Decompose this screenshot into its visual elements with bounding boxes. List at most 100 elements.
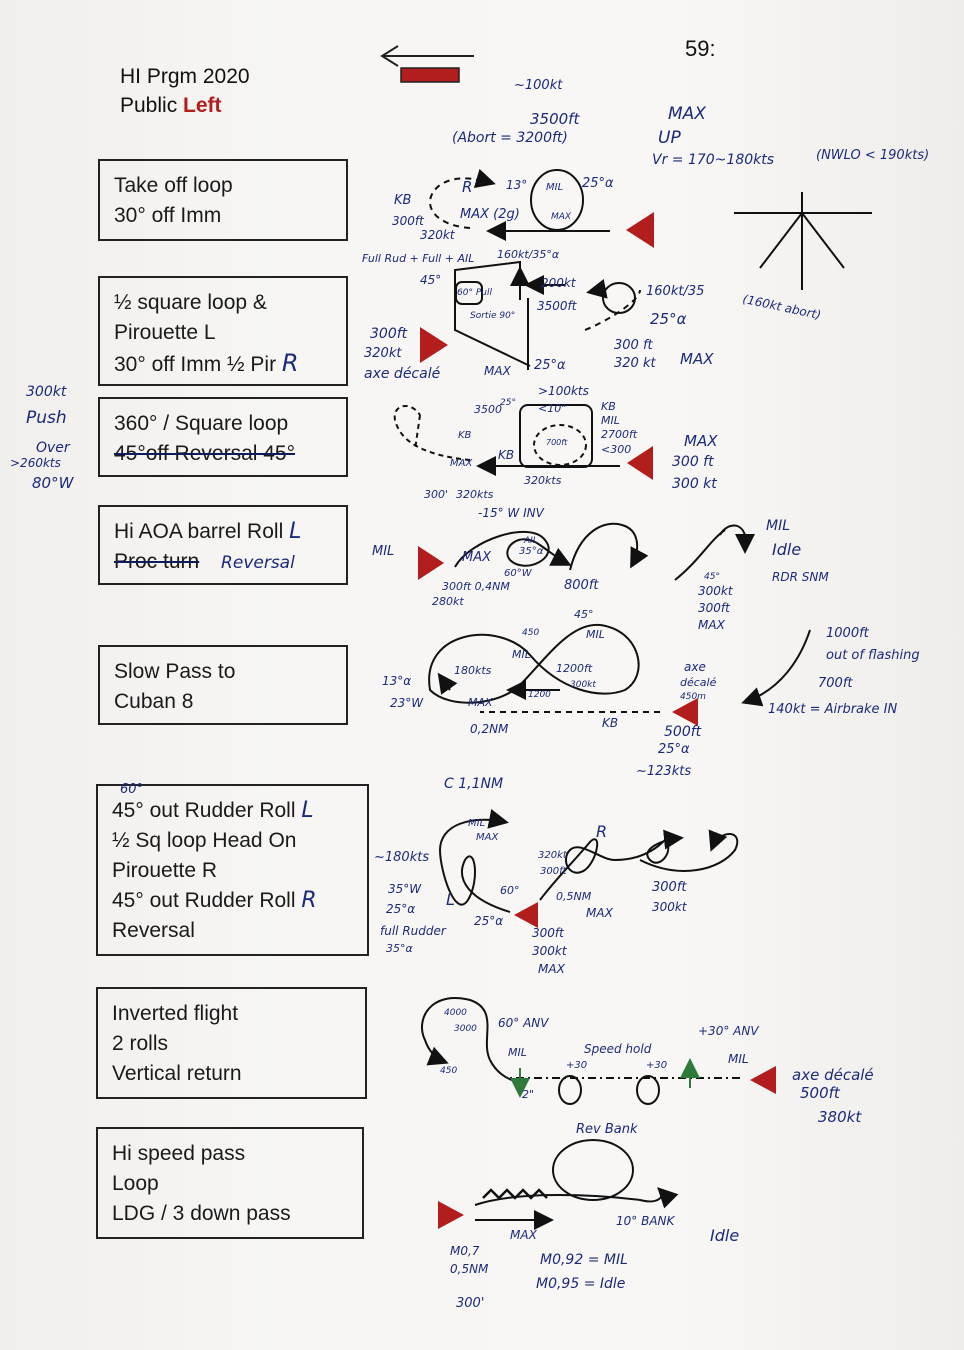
note-m4-ft300b: 300ft xyxy=(698,601,730,615)
note-m4-ft800: 800ft xyxy=(564,578,599,593)
maneuver-box-1: Take off loop 30° off Imm xyxy=(98,159,348,241)
note-m4-mil: MIL xyxy=(372,544,395,559)
note-m8-max: MAX xyxy=(510,1228,537,1242)
red-arrow-2 xyxy=(420,327,448,363)
note-m3-kb: KB xyxy=(601,400,616,413)
maneuver-box-2: ½ square loop & Pirouette L 30° off Imm … xyxy=(98,276,348,386)
note-m5-axe: axe xyxy=(684,660,706,674)
program-title: HI Prgm 2020 Public Left xyxy=(120,62,250,120)
sketch-inverted-flight xyxy=(421,997,740,1105)
note-m6-r: R xyxy=(596,822,608,841)
note-m2-axe: axe décalé xyxy=(364,366,441,382)
note-top-vr: Vr = 170~180kts xyxy=(652,152,775,168)
box6-line4: 45° out Rudder Roll R xyxy=(112,886,353,916)
note-m3-a25: 25° xyxy=(500,398,516,408)
note-m3-kb3: KB xyxy=(498,448,515,462)
note-m1-r: R xyxy=(462,178,473,196)
note-m5-a13: 13°α xyxy=(382,674,412,688)
note-m2-a60pull: 60° Pull xyxy=(457,288,492,298)
sketch-hi-speed-pass xyxy=(474,1139,679,1230)
box8-line2: Loop xyxy=(112,1172,159,1195)
note-m1-max: MAX xyxy=(551,212,572,222)
box8-line1: Hi speed pass xyxy=(112,1142,246,1165)
maneuver-box-4: Hi AOA barrel Roll L Proc turn Reversal xyxy=(98,505,348,585)
note-m7-ft500: 500ft xyxy=(800,1084,840,1102)
public-prefix: Public xyxy=(120,94,184,117)
note-m8-idle: Idle xyxy=(710,1226,740,1245)
maneuver-box-8: Hi speed pass Loop LDG / 3 down pass xyxy=(96,1127,364,1239)
sketch-half-square-loop xyxy=(454,260,641,370)
note-m2-sortie: Sortie 90° xyxy=(470,311,516,321)
note-m4-kt300: 300kt xyxy=(698,584,733,598)
note-m6-nm11: C 1,1NM xyxy=(444,776,504,792)
sketch-square-loop xyxy=(393,404,620,476)
note-m5-kts123: ~123kts xyxy=(636,764,692,779)
note-m5-max: MAX xyxy=(468,696,493,709)
box6-line4-text: 45° out Rudder Roll xyxy=(112,889,296,912)
note-m5-ft700: 700ft xyxy=(818,676,853,691)
note-m2-ft300: 300ft xyxy=(370,326,408,342)
red-arrow-5 xyxy=(672,698,698,726)
note-m1-mil: MIL xyxy=(546,182,564,193)
note-m1-ft300: 300ft xyxy=(392,214,424,228)
box7-line2: 2 rolls xyxy=(112,1032,169,1055)
note-m5-flashing: out of flashing xyxy=(826,648,920,663)
box6-line1: 45° out Rudder Roll L xyxy=(112,796,353,826)
sketch-barrel-roll xyxy=(454,522,755,581)
header-direction-arrow xyxy=(380,45,474,83)
note-m3-kts320b: 320kts xyxy=(456,488,494,501)
note-m8-ft300: 300' xyxy=(456,1296,485,1311)
note-m5-ft500: 500ft xyxy=(664,724,702,740)
note-m3-lt300: <300 xyxy=(601,443,632,456)
note-m6-a35: 35°α xyxy=(386,942,413,955)
red-arrow-1 xyxy=(626,212,654,248)
note-m8-rev: Rev Bank xyxy=(576,1122,638,1137)
note-m6-mil: MIL xyxy=(468,818,486,829)
box8-line3: LDG / 3 down pass xyxy=(112,1202,291,1225)
note-m2-max2: MAX xyxy=(680,350,714,368)
note-m5-kt140: 140kt = Airbrake IN xyxy=(768,702,898,717)
box7-line3: Vertical return xyxy=(112,1062,242,1085)
note-m5-m450: 450m xyxy=(680,692,706,702)
note-m8-m095: M0,95 = Idle xyxy=(536,1276,626,1292)
box6-note2: R xyxy=(301,888,317,913)
note-m5-mil: MIL xyxy=(586,628,605,641)
box1-line2: 30° off Imm xyxy=(114,204,222,227)
sketch-rudder-roll xyxy=(438,809,739,913)
note-m1-a25: 25°α xyxy=(582,176,614,191)
note-m5-mil2: MIL xyxy=(512,648,531,661)
note-m2-a45: 45° xyxy=(420,273,442,287)
box4-line1: Hi AOA barrel Roll L xyxy=(114,517,332,547)
box6-note3: 60° xyxy=(120,782,144,797)
note-m3-ft3500: 3500 xyxy=(474,403,502,416)
box4-line1-text: Hi AOA barrel Roll xyxy=(114,520,284,543)
note-m1-max2g: MAX (2g) xyxy=(460,207,520,222)
note-m4-idle: Idle xyxy=(772,540,802,559)
note-m7-a450: 450 xyxy=(440,1066,458,1076)
note-m5-a45: 45° xyxy=(574,608,594,621)
note-m2-kt200: 200kt xyxy=(541,276,576,290)
note-m5-a25: 25°α xyxy=(658,742,690,757)
note-top-abort: (Abort = 3200ft) xyxy=(452,130,568,146)
note-m2-kt320b: 320 kt xyxy=(614,356,656,371)
note-m6-kt320: 320kt xyxy=(538,850,567,861)
note-top-kts100: ~100kt xyxy=(514,78,563,93)
box5-line1: Slow Pass to xyxy=(114,660,236,683)
box7-line1: Inverted flight xyxy=(112,1002,239,1025)
note-m3-max: MAX xyxy=(684,432,718,450)
note-m7-anv30: +30° ANV xyxy=(698,1024,759,1038)
note-m6-ft300b: 300ft xyxy=(532,926,564,940)
red-arrow-4 xyxy=(418,546,444,580)
note-m2-ft300b: 300 ft xyxy=(614,338,653,353)
box2-line3: 30° off Imm ½ Pir R xyxy=(114,348,332,380)
note-m8-bank10: 10° BANK xyxy=(616,1214,675,1228)
note-m4-mil2: MIL xyxy=(766,518,791,534)
note-m7-n4000: 4000 xyxy=(444,1008,467,1018)
note-m2-kt160a: 160kt/35°α xyxy=(497,248,560,261)
note-m5-decale: décalé xyxy=(680,676,717,689)
program-title-line1: HI Prgm 2020 xyxy=(120,65,250,88)
note-m1-kb: KB xyxy=(394,193,412,208)
box2-line2: Pirouette L xyxy=(114,321,216,344)
note-m2-a25b: 25°α xyxy=(534,358,566,373)
